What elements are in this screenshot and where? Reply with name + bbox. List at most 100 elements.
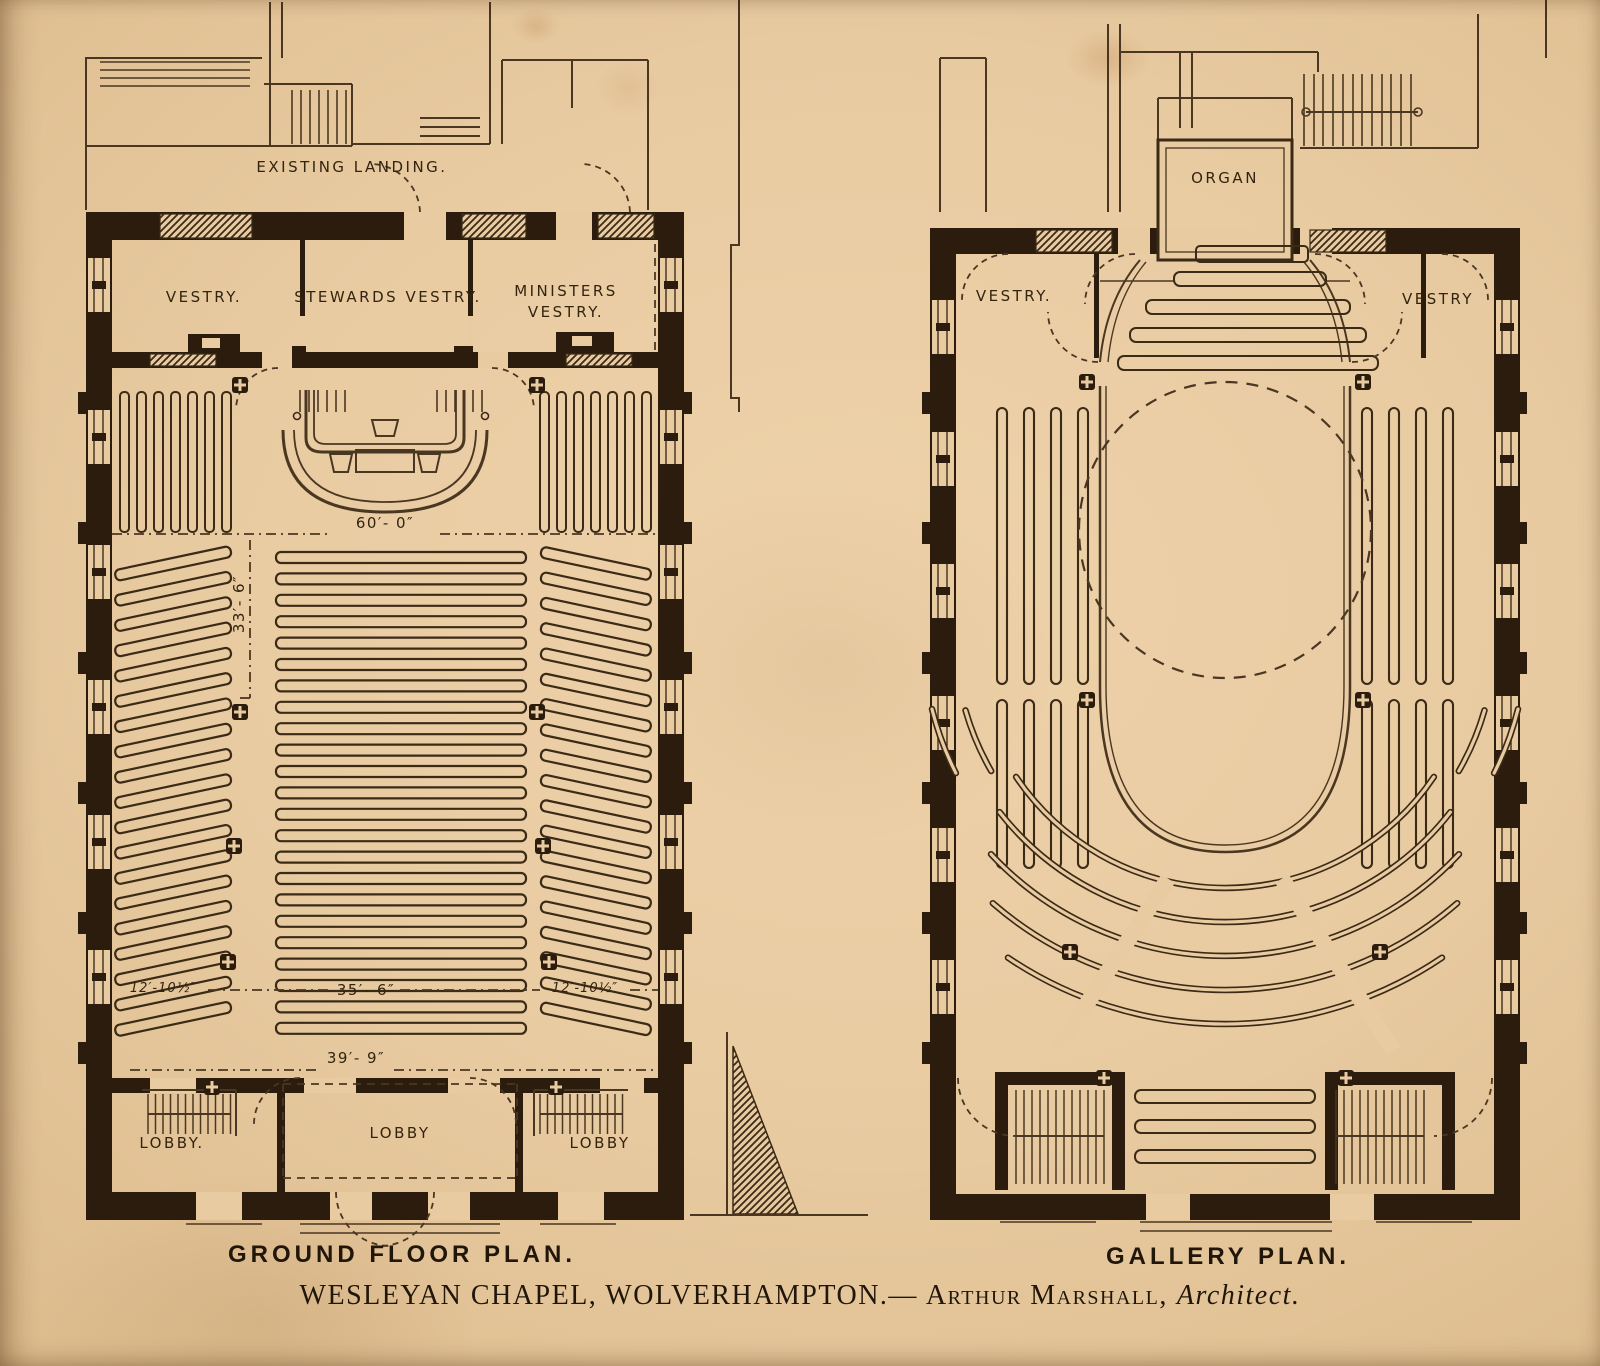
pew-row — [1076, 406, 1090, 686]
dashed-line — [581, 163, 631, 213]
ground-floor-existing-building — [85, 0, 740, 412]
pew-row — [274, 615, 528, 629]
door-opening — [1146, 1194, 1190, 1220]
window-mullion — [664, 838, 678, 846]
wall-pilaster — [922, 522, 931, 544]
plate-title-role: Architect. — [1175, 1280, 1301, 1311]
hatched-wall — [1035, 229, 1113, 253]
column-marker-cross — [1102, 1072, 1106, 1084]
window-mullion — [936, 983, 950, 991]
interior-fitting — [281, 429, 489, 514]
door-opening — [196, 1192, 242, 1220]
existing-wall-line — [85, 57, 262, 210]
column-markers — [204, 374, 1388, 1095]
wall-pilaster — [683, 652, 692, 674]
label-vestry-gallery-left: VESTRY. — [976, 287, 1052, 305]
pew-row — [274, 914, 528, 928]
dashed-line — [235, 367, 279, 411]
curved-pew-row — [989, 852, 1461, 958]
label-vestry-gallery-right: VESTRY — [1402, 290, 1474, 308]
choir-pew-row — [1129, 327, 1367, 343]
pew-row — [274, 593, 528, 607]
column-marker-cross — [1378, 946, 1382, 958]
pew-row — [114, 646, 233, 683]
pew-row — [573, 391, 584, 533]
pew-row — [539, 1001, 652, 1037]
pew-row — [274, 936, 528, 950]
hatched-wall — [597, 213, 655, 239]
dimension-right-block: 12′-10½″ — [552, 981, 618, 996]
gallery-back-pew-row — [1134, 1089, 1316, 1104]
door-opening — [448, 1078, 500, 1093]
wall — [1421, 254, 1426, 358]
pew-row — [114, 722, 233, 759]
pew-row — [539, 647, 652, 682]
pew-row — [114, 672, 233, 708]
wall-pilaster — [1518, 522, 1527, 544]
wall-pilaster — [922, 782, 931, 804]
pew-row — [170, 391, 181, 533]
wall-pilaster — [78, 522, 87, 544]
dashed-line — [469, 1077, 517, 1125]
pew-row — [539, 748, 652, 784]
dashed-line — [1084, 253, 1136, 305]
plate-title: WESLEYAN CHAPEL, WOLVERHAMPTON.—Arthur M… — [300, 1280, 1301, 1311]
pew-row — [119, 391, 130, 533]
rostrum-step-newel — [292, 411, 302, 421]
pew-row — [274, 807, 528, 821]
dashed-line — [961, 253, 1009, 301]
pew-row — [114, 773, 233, 810]
pew-row — [274, 636, 528, 650]
pew-row — [539, 824, 652, 859]
pew-row — [1414, 406, 1428, 686]
wall — [1442, 1072, 1455, 1190]
column-marker-cross — [232, 840, 236, 852]
window-mullion — [1500, 719, 1514, 727]
interior-fitting — [1105, 386, 1345, 846]
pew-row — [274, 893, 528, 907]
pew-row — [539, 976, 652, 1011]
pew-row — [995, 406, 1009, 686]
window-mullion — [664, 703, 678, 711]
pew-row — [274, 572, 528, 586]
pew-row — [539, 900, 652, 935]
plan-walls — [78, 212, 1527, 1220]
column-marker-cross — [547, 956, 551, 968]
wall-pilaster — [78, 912, 87, 934]
interior-fitting — [1098, 386, 1352, 854]
label-existing-landing: EXISTING LANDING. — [256, 158, 447, 176]
pew-row — [539, 391, 550, 533]
stair-newel — [1413, 107, 1423, 117]
pew-row — [539, 622, 652, 657]
interior-fitting — [370, 419, 400, 437]
door-opening — [572, 336, 592, 346]
window-mullion — [936, 851, 950, 859]
pew-row — [274, 1021, 528, 1035]
pew-row — [1360, 406, 1374, 686]
interior-fitting — [1099, 259, 1141, 363]
wall-pilaster — [78, 392, 87, 414]
wall-pilaster — [683, 522, 692, 544]
pew-row — [539, 925, 652, 961]
plate-title-main: WESLEYAN CHAPEL, WOLVERHAMPTON.— — [300, 1280, 918, 1311]
window-mullion — [936, 719, 950, 727]
pew-row — [539, 875, 652, 910]
wall-pilaster — [1518, 652, 1527, 674]
window-mullion — [664, 973, 678, 981]
hatched-wall — [149, 353, 217, 367]
choir-pew-row — [1117, 355, 1379, 371]
curved-pew-row — [1492, 707, 1520, 775]
pew-row — [1387, 406, 1401, 686]
label-lobby-right: LOBBY — [569, 1134, 630, 1152]
pew-row — [556, 391, 567, 533]
gallery-well-outline — [1077, 380, 1373, 680]
interior-fitting — [1309, 259, 1351, 363]
dashed-line — [957, 1077, 1017, 1137]
pew-row — [274, 700, 528, 714]
interior-fitting — [304, 390, 466, 454]
curved-pew-row — [1006, 956, 1444, 1026]
door-opening — [1330, 1194, 1374, 1220]
pew-row — [624, 391, 635, 533]
label-ministers-vestry-line2: VESTRY. — [528, 303, 604, 321]
wall — [930, 1194, 1520, 1220]
